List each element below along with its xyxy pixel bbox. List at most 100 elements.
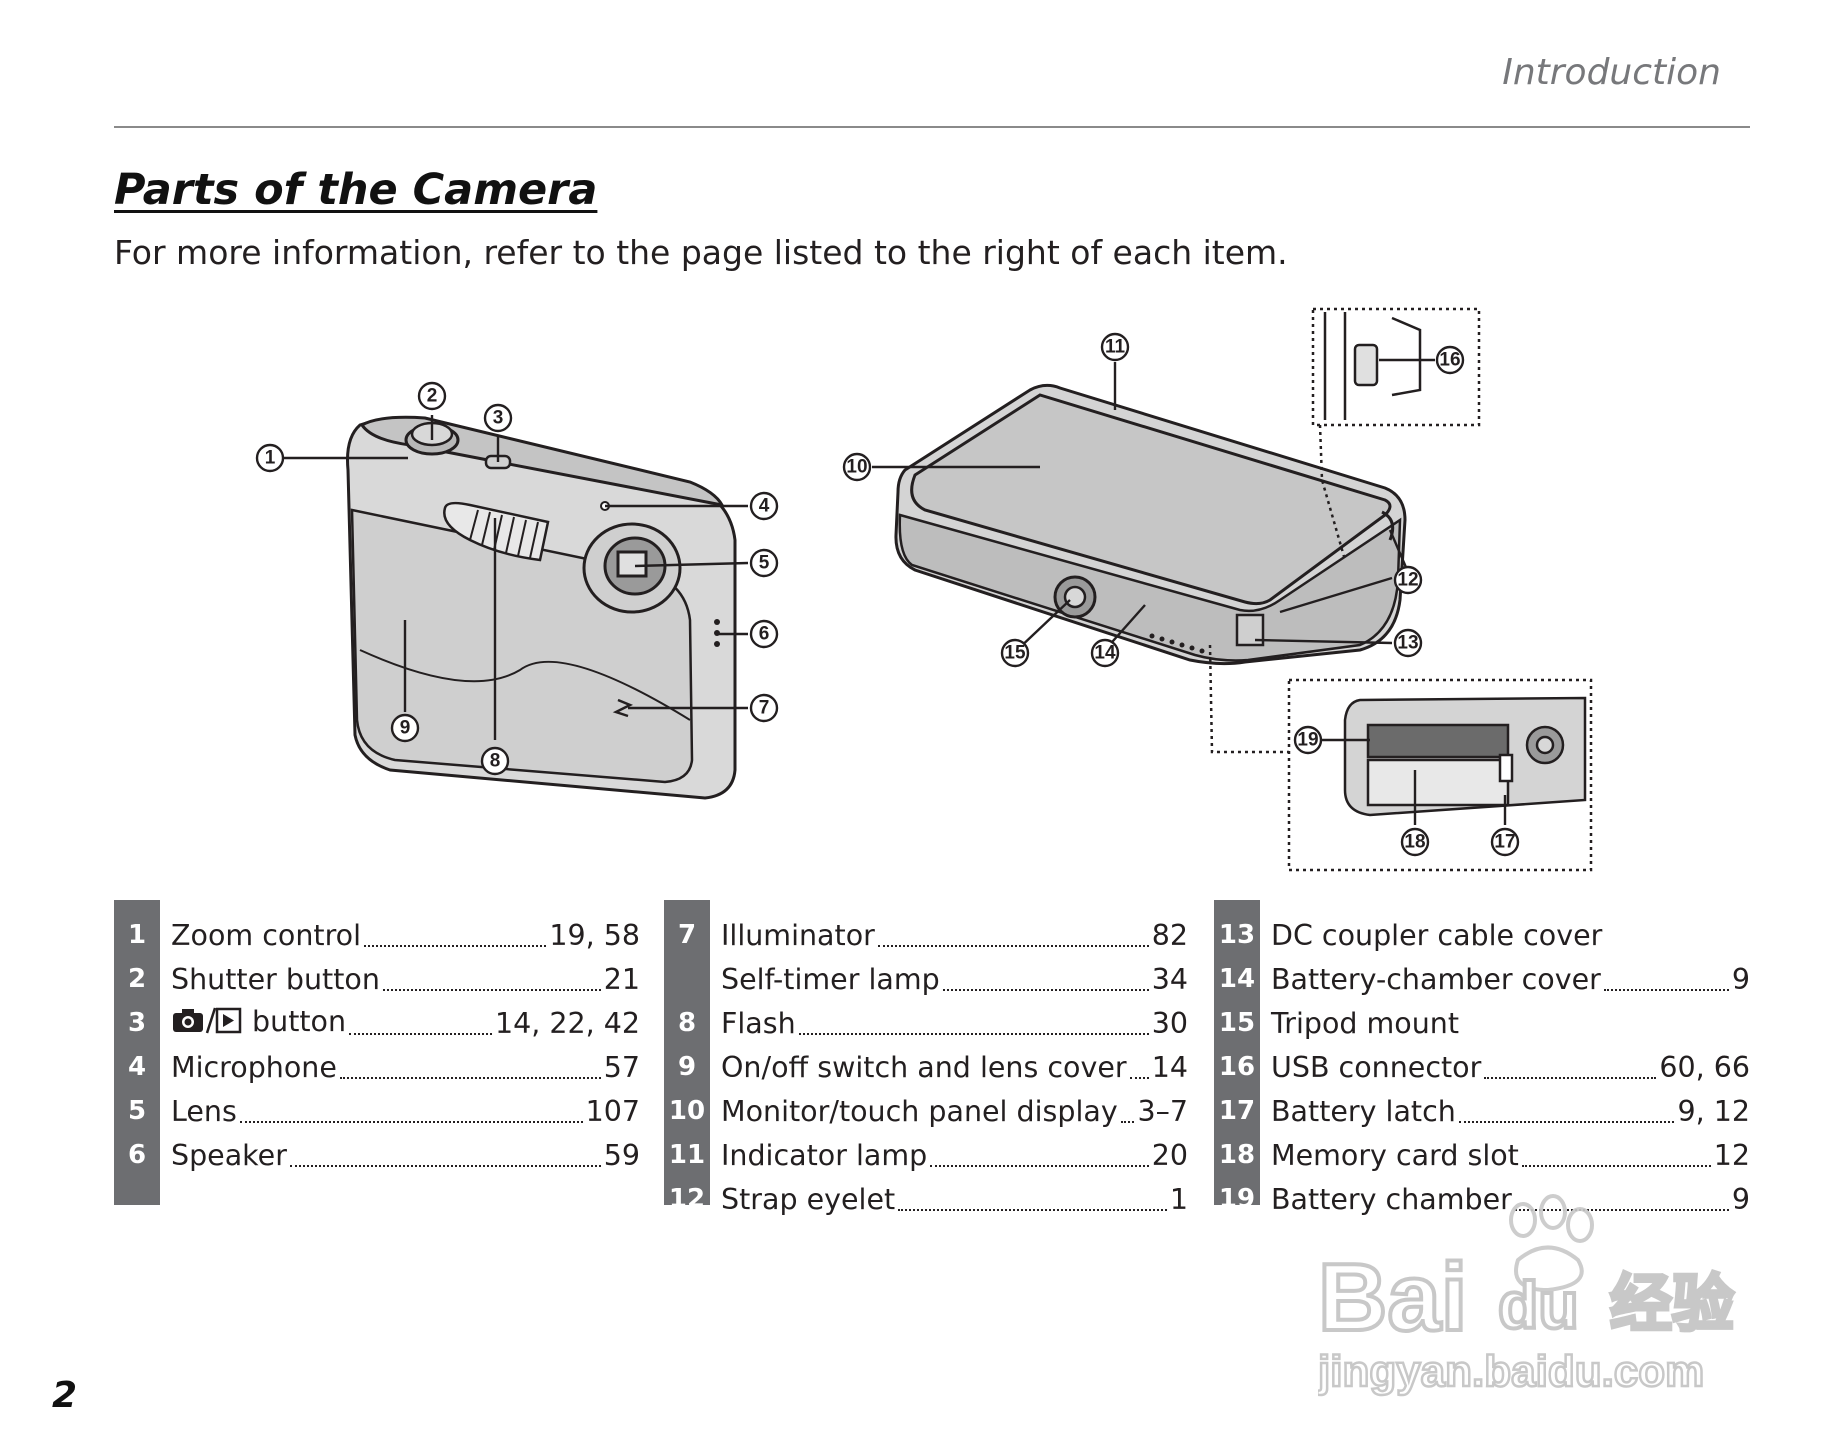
legend-item-label: Illuminator [721, 918, 875, 952]
svg-text:du: du [1498, 1268, 1579, 1342]
usb-inset-drawing [1323, 312, 1422, 420]
legend-item-number: 14 [1218, 964, 1256, 994]
svg-text:13: 13 [1397, 633, 1418, 654]
callout-17: 17 [1490, 827, 1520, 857]
dot-leader [289, 1165, 601, 1167]
svg-text:14: 14 [1094, 643, 1116, 664]
callout-7: 7 [749, 693, 779, 723]
legend-item: 18 Memory card slot 12 [1214, 1133, 1750, 1177]
camera-illustrations: 1 2 3 4 5 6 7 8 9 [255, 307, 1593, 872]
callout-6: 6 [749, 619, 779, 649]
svg-text:3: 3 [493, 408, 504, 429]
legend-item-number: 16 [1218, 1052, 1256, 1082]
rear-camera-drawing [894, 383, 1407, 666]
legend-item-number: 2 [127, 964, 147, 994]
legend-item-number: 19 [1218, 1184, 1256, 1214]
svg-text:12: 12 [1397, 570, 1418, 591]
svg-text:9: 9 [400, 718, 411, 739]
svg-text:1: 1 [265, 448, 276, 469]
svg-text:10: 10 [846, 457, 867, 478]
dot-leader [942, 989, 1149, 991]
legend-item-page: 60, 66 [1659, 1050, 1750, 1084]
legend-item-number: 7 [677, 920, 697, 950]
svg-text:18: 18 [1404, 832, 1425, 853]
callout-3: 3 [483, 403, 513, 433]
callout-14: 14 [1090, 638, 1120, 668]
legend-item-label: Lens [171, 1094, 237, 1128]
legend-item-page: 12 [1713, 1138, 1750, 1172]
battery-inset-drawing [1343, 696, 1587, 817]
svg-text:17: 17 [1494, 832, 1515, 853]
legend-item: 7 Illuminator 82 [664, 913, 1188, 957]
legend-item-page: 3–7 [1137, 1094, 1188, 1128]
page-number: 2 [52, 1375, 78, 1416]
legend-item-label: Battery latch [1271, 1094, 1456, 1128]
svg-text:经验: 经验 [1610, 1267, 1734, 1340]
callout-12: 12 [1393, 565, 1423, 595]
legend-item-number: 6 [127, 1140, 147, 1170]
legend-item-page: 1 [1169, 1182, 1188, 1216]
section-label: Introduction [1502, 52, 1721, 93]
legend-item-label: Microphone [171, 1050, 337, 1084]
legend-item: 13 DC coupler cable cover [1214, 913, 1750, 957]
legend-item-page: 107 [585, 1094, 640, 1128]
legend-item-page: 34 [1151, 962, 1188, 996]
callout-18: 18 [1400, 827, 1430, 857]
dot-leader [930, 1165, 1149, 1167]
dot-leader [1484, 1077, 1657, 1079]
callout-8: 8 [480, 746, 510, 776]
dot-leader [239, 1121, 583, 1123]
legend-item-number: 11 [668, 1140, 706, 1170]
legend-item-label: Strap eyelet [721, 1182, 896, 1216]
legend-item-label: Tripod mount [1271, 1006, 1460, 1040]
legend-item-number: 5 [127, 1096, 147, 1126]
intro-text: For more information, refer to the page … [114, 233, 1288, 272]
svg-text:7: 7 [759, 698, 770, 719]
legend-item-label: DC coupler cable cover [1271, 918, 1603, 952]
svg-text:Bai: Bai [1318, 1244, 1467, 1351]
legend-item-page: 57 [603, 1050, 640, 1084]
svg-text:2: 2 [427, 386, 438, 407]
callout-16: 16 [1435, 345, 1465, 375]
callout-13: 13 [1393, 628, 1423, 658]
legend-item: 11 Indicator lamp 20 [664, 1133, 1188, 1177]
callout-19: 19 [1293, 725, 1323, 755]
legend-item-page: 9, 12 [1677, 1094, 1750, 1128]
legend-item-page: 20 [1151, 1138, 1188, 1172]
svg-text:8: 8 [490, 751, 501, 772]
dot-leader [1458, 1121, 1675, 1123]
legend-item: 5 Lens 107 [114, 1089, 640, 1133]
callout-15: 15 [1000, 638, 1030, 668]
legend-item-number: 13 [1218, 920, 1256, 950]
legend-item-label: Monitor/touch panel display [721, 1094, 1118, 1128]
callout-1: 1 [255, 443, 285, 473]
dot-leader [349, 1033, 492, 1035]
dot-leader [798, 1033, 1149, 1035]
legend-item-number: 1 [127, 920, 147, 950]
legend-item-label: Memory card slot [1271, 1138, 1519, 1172]
legend-item-number: 18 [1218, 1140, 1256, 1170]
legend-item-page: 82 [1151, 918, 1188, 952]
svg-text:11: 11 [1105, 337, 1126, 358]
legend-item-label: Indicator lamp [721, 1138, 928, 1172]
svg-text:19: 19 [1297, 730, 1318, 751]
legend-item-label: Speaker [171, 1138, 287, 1172]
dot-leader [382, 989, 601, 991]
number-bar [114, 900, 160, 1205]
legend-item-page: 9 [1731, 1182, 1750, 1216]
legend-item-label: Zoom control [171, 918, 362, 952]
svg-text:6: 6 [759, 624, 770, 645]
